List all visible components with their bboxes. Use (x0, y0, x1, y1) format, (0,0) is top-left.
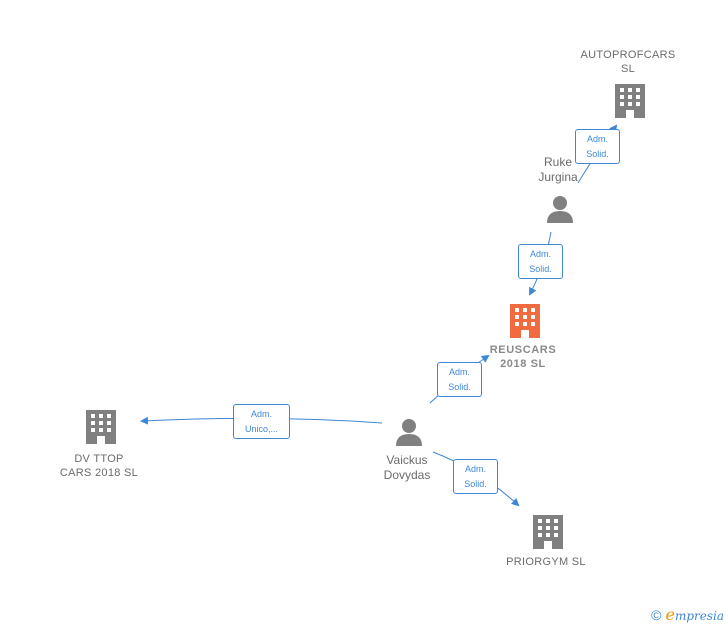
building-icon[interactable] (615, 84, 645, 118)
brand-initial: e (665, 605, 675, 624)
empresia-logo[interactable]: empresia (665, 605, 724, 624)
edge-label-ruke-autoprofcars: Adm. Solid. (575, 129, 620, 164)
brand-name: mpresia (674, 609, 724, 623)
building-icon-focus[interactable] (510, 304, 540, 338)
node-label-autoprofcars[interactable]: AUTOPROFCARS SL (580, 49, 676, 75)
person-icon[interactable] (547, 196, 573, 223)
edge-label-vaickus-dvttop: Adm. Unico,... (233, 404, 290, 439)
node-label-vaickus-dovydas[interactable]: Vaickus Dovydas (383, 453, 431, 482)
node-label-dv-ttop-cars[interactable]: DV TTOP CARS 2018 SL (59, 453, 139, 479)
node-label-ruke-jurgina[interactable]: Ruke Jurgina (538, 155, 578, 184)
node-label-priorgym[interactable]: PRIORGYM SL (506, 556, 586, 568)
node-label-reuscars[interactable]: REUSCARS 2018 SL (489, 344, 557, 370)
edge-label-ruke-reuscars: Adm. Solid. (518, 244, 563, 279)
edge-label-vaickus-reuscars: Adm. Solid. (437, 362, 482, 397)
person-icon[interactable] (396, 419, 422, 446)
edge-label-vaickus-priorgym: Adm. Solid. (453, 459, 498, 494)
building-icon[interactable] (533, 515, 563, 549)
copyright-symbol: © (651, 606, 662, 623)
building-icon[interactable] (86, 410, 116, 444)
footer-branding: © empresia (651, 605, 724, 624)
